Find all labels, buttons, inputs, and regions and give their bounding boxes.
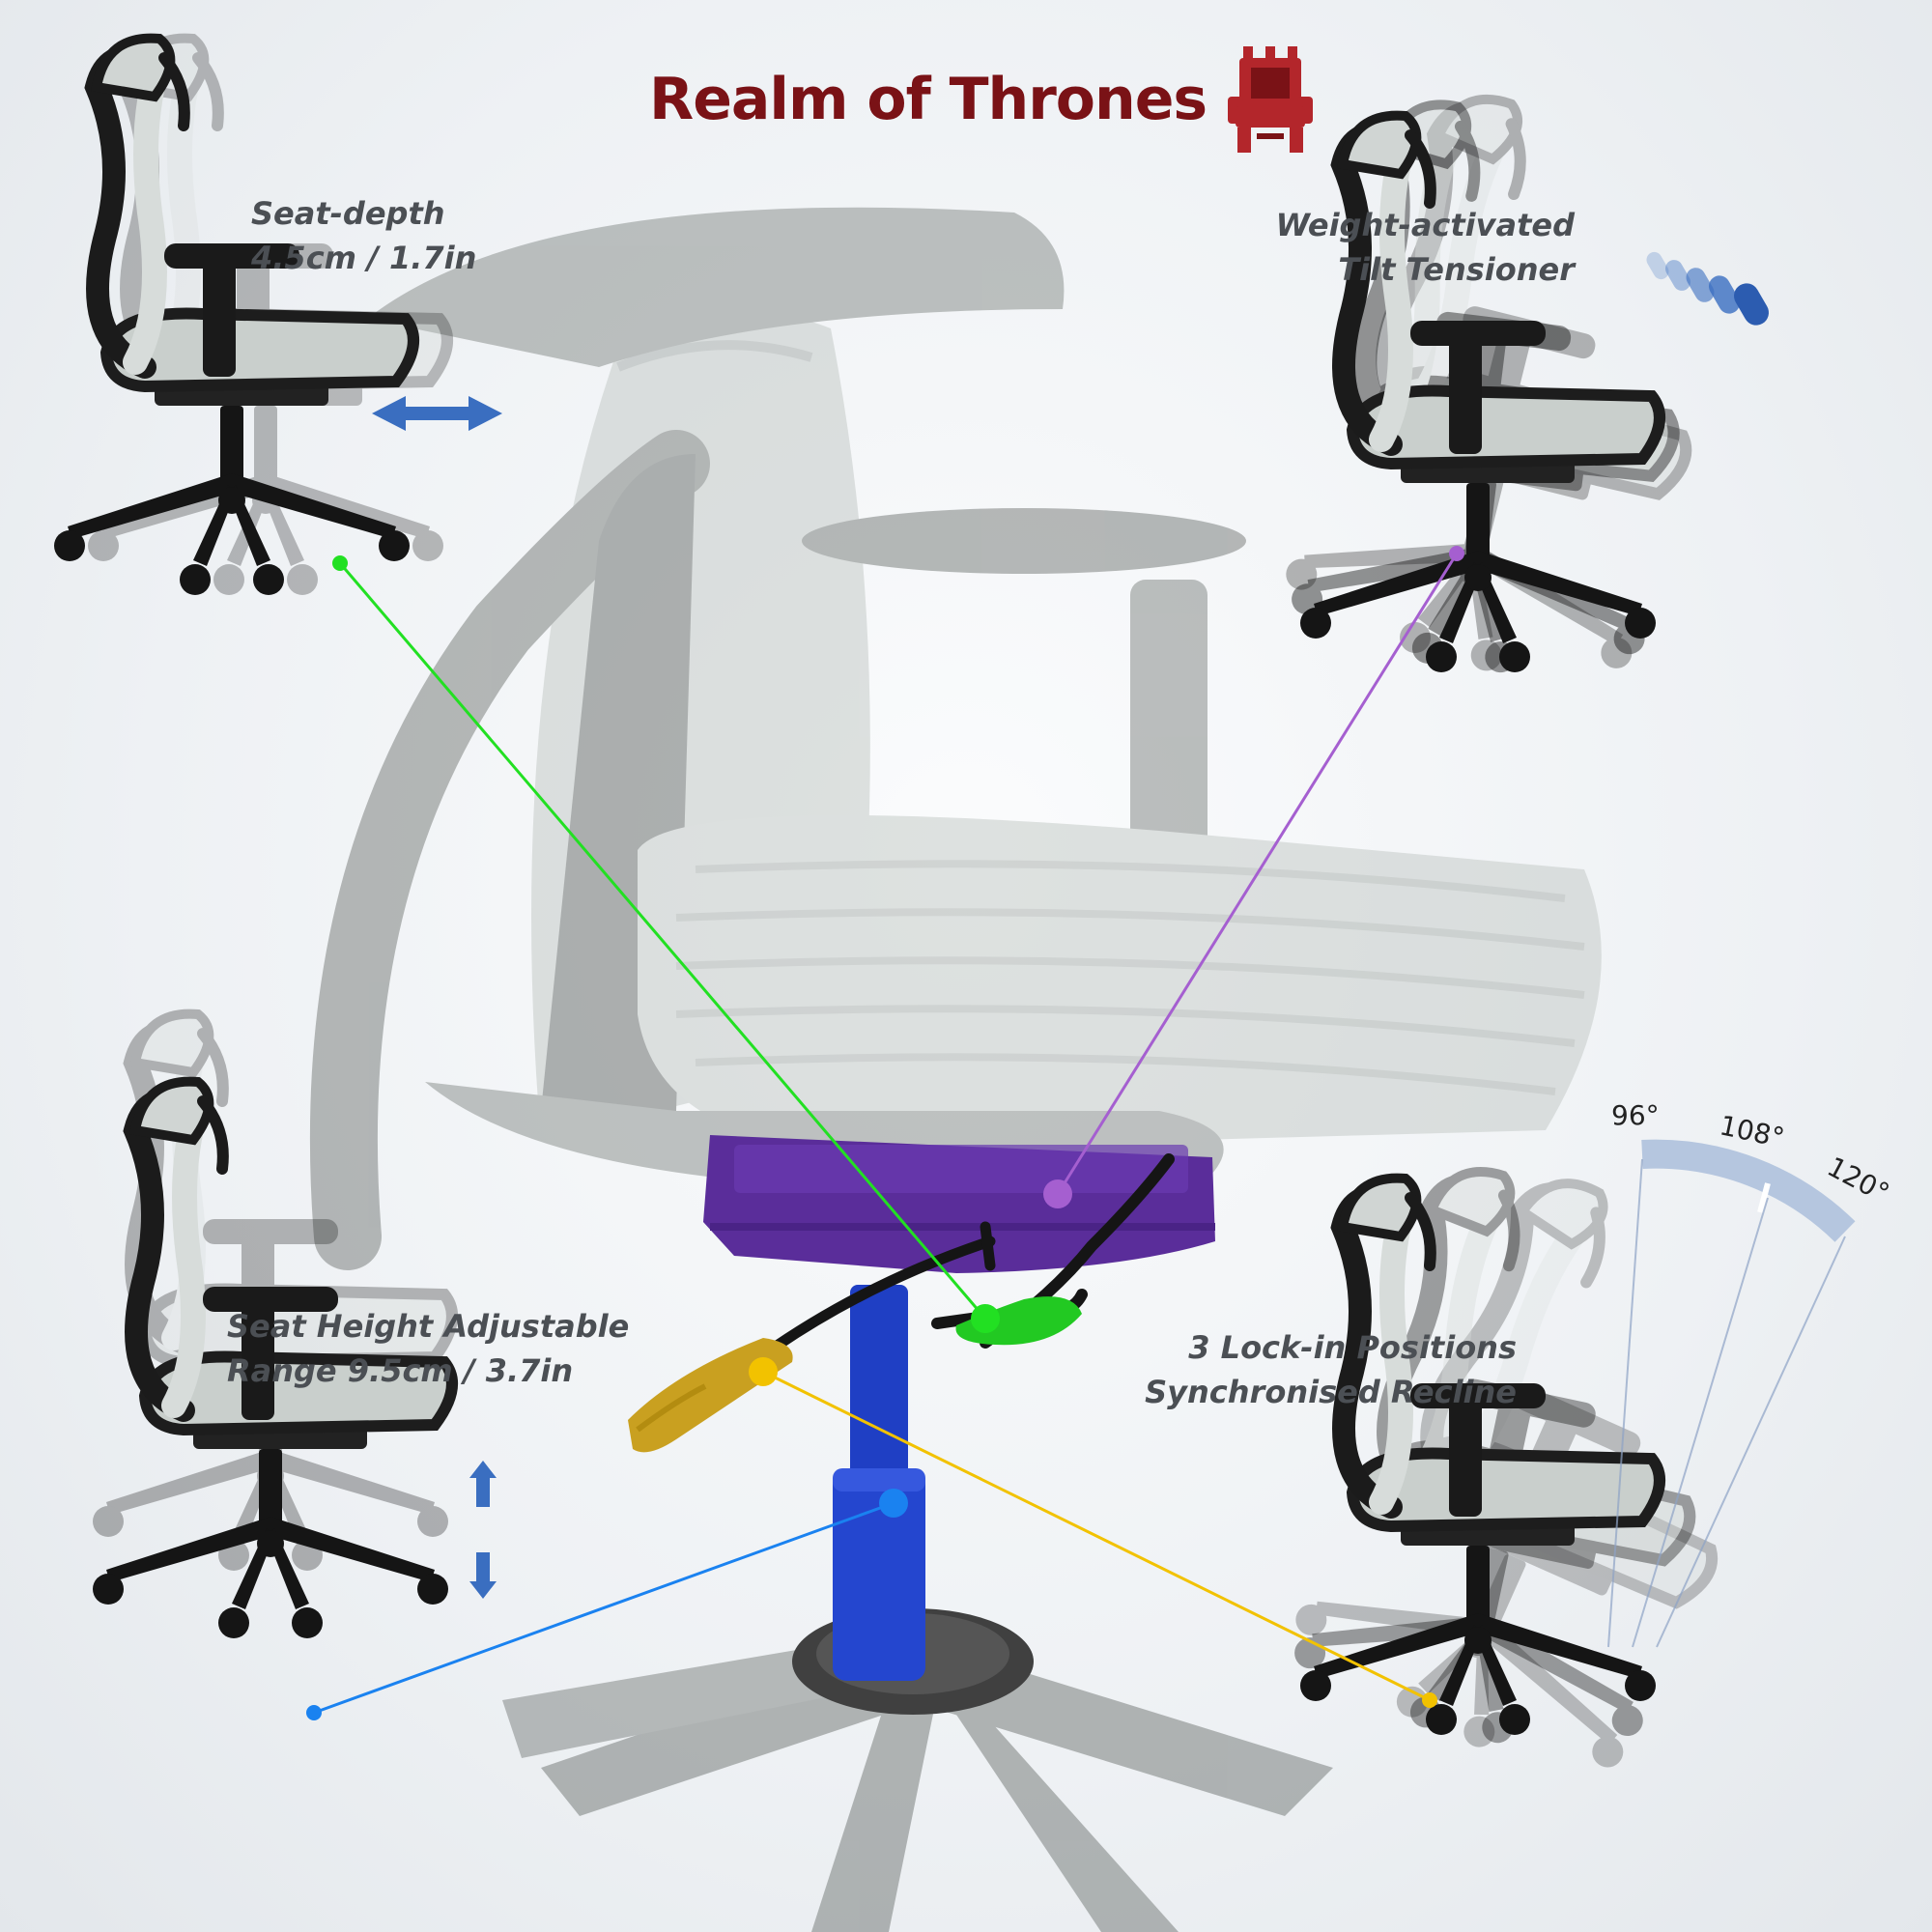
caption-seat-height-line2: Range 9.5cm / 3.7in	[227, 1352, 574, 1389]
caption-recline: 3 Lock-in Positions Synchronised Recline	[1145, 1325, 1517, 1414]
chair-tilt-illustration	[1274, 78, 1773, 705]
callout-tilt	[1043, 546, 1464, 1208]
brand-name: Realm of Thrones	[649, 66, 1208, 133]
angle-label-96: 96°	[1611, 1099, 1660, 1131]
brand-logo: Realm of Thrones	[649, 46, 1314, 153]
callout-seat-depth	[332, 555, 1000, 1333]
caption-tilt-line1: Weight-activated	[1275, 207, 1575, 243]
caption-seat-depth-line2: 4.5cm / 1.7in	[251, 240, 477, 276]
caption-tilt-line2: Tilt Tensioner	[1338, 251, 1575, 288]
double-arrow-horizontal-icon	[372, 396, 502, 431]
caption-seat-height: Seat Height Adjustable Range 9.5cm / 3.7…	[227, 1304, 629, 1393]
callout-recline	[749, 1357, 1437, 1708]
caption-recline-line1: 3 Lock-in Positions	[1188, 1329, 1517, 1366]
callout-seat-height	[306, 1489, 908, 1720]
caption-seat-height-line1: Seat Height Adjustable	[227, 1308, 630, 1345]
caption-seat-depth: Seat-depth 4.5cm / 1.7in	[251, 191, 476, 280]
chair-seat-depth-illustration	[54, 39, 502, 595]
tilt-motion-icon	[1646, 251, 1769, 326]
caption-seat-depth-line1: Seat-depth	[251, 195, 445, 232]
chair-recline-illustration	[1277, 1139, 1856, 1804]
double-arrow-vertical-icon	[469, 1461, 497, 1599]
throne-icon	[1228, 46, 1314, 153]
recline-angle-arc	[1641, 1139, 1856, 1242]
caption-tilt: Weight-activated Tilt Tensioner	[1276, 203, 1575, 292]
chair-seat-height-illustration	[93, 1014, 497, 1638]
caption-recline-line2: Synchronised Recline	[1145, 1374, 1517, 1410]
main-chair-illustration	[309, 207, 1602, 1932]
